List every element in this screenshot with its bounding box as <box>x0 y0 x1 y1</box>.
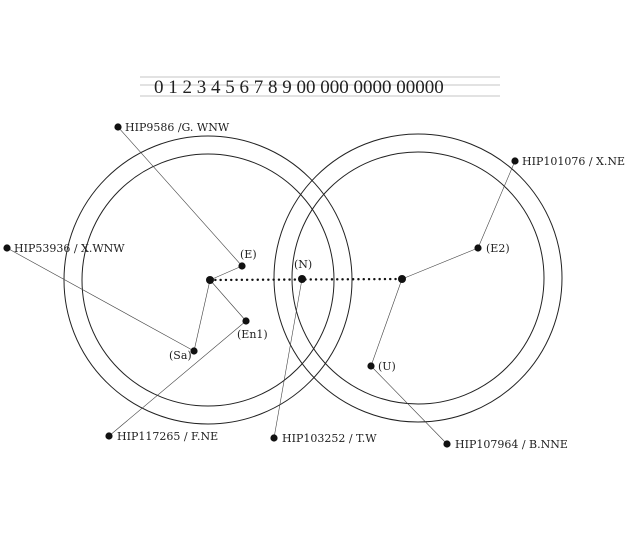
digit-strip-text: 0 1 2 3 4 5 6 7 8 9 00 000 0000 00000 <box>154 77 444 98</box>
edge-center-en1 <box>209 279 247 322</box>
edge-center-sa <box>193 279 211 352</box>
leader-lines <box>6 126 516 445</box>
star-dot-hip101076 <box>511 157 519 165</box>
star-label-hip117265: HIP117265 / F.NE <box>117 430 218 443</box>
edge-right-e2 <box>401 247 479 280</box>
left-rings <box>63 135 353 425</box>
right-outer-ring <box>273 133 563 423</box>
right-rings <box>273 133 563 423</box>
digit-strip: 0 1 2 3 4 5 6 7 8 9 00 000 0000 00000 <box>140 76 500 98</box>
node-label-en1: (En1) <box>237 328 268 341</box>
star-dots <box>3 123 519 448</box>
edge-right-u <box>370 278 403 367</box>
star-label-hip101076: HIP101076 / X.NE <box>522 155 625 168</box>
node-label-e2: (E2) <box>486 242 510 255</box>
node-dot-u <box>367 362 375 370</box>
node-labels: (E) (N) (En1) (Sa) (E2) (U) <box>169 242 510 373</box>
dotted-axis <box>208 277 404 282</box>
star-dot-hip53936 <box>3 244 11 252</box>
leader-hip53936 <box>6 247 195 352</box>
node-label-e: (E) <box>240 248 257 261</box>
node-dot-right-center <box>398 275 406 283</box>
leader-hip103252 <box>273 278 303 439</box>
leader-hip117265 <box>108 320 247 437</box>
star-label-hip9586: HIP9586 /G. WNW <box>125 121 230 134</box>
star-labels: HIP9586 /G. WNW HIP53936 / X.WNW HIP1010… <box>14 121 625 451</box>
node-dot-e <box>238 262 246 270</box>
left-outer-ring <box>63 135 353 425</box>
star-label-hip107964: HIP107964 / B.NNE <box>455 438 568 451</box>
leader-hip101076 <box>477 160 516 249</box>
node-dot-e2 <box>474 244 482 252</box>
left-inner-ring <box>81 153 335 407</box>
star-dot-hip9586 <box>114 123 122 131</box>
right-inner-ring <box>291 151 545 405</box>
leader-hip107964 <box>370 365 448 445</box>
star-dot-hip117265 <box>105 432 113 440</box>
star-label-hip103252: HIP103252 / T.W <box>282 432 377 445</box>
node-dot-sa <box>190 347 198 355</box>
node-label-n: (N) <box>294 258 312 271</box>
star-label-hip53936: HIP53936 / X.WNW <box>14 242 125 255</box>
node-label-sa: (Sa) <box>169 349 192 362</box>
node-dot-n <box>298 275 306 283</box>
leader-hip9586 <box>117 126 243 267</box>
node-dot-left-center <box>206 276 214 284</box>
node-dot-en1 <box>242 317 250 325</box>
star-dot-hip103252 <box>270 434 278 442</box>
node-dots <box>190 244 482 370</box>
edge-center-e <box>209 265 243 281</box>
star-dot-hip107964 <box>443 440 451 448</box>
node-label-u: (U) <box>378 360 396 373</box>
